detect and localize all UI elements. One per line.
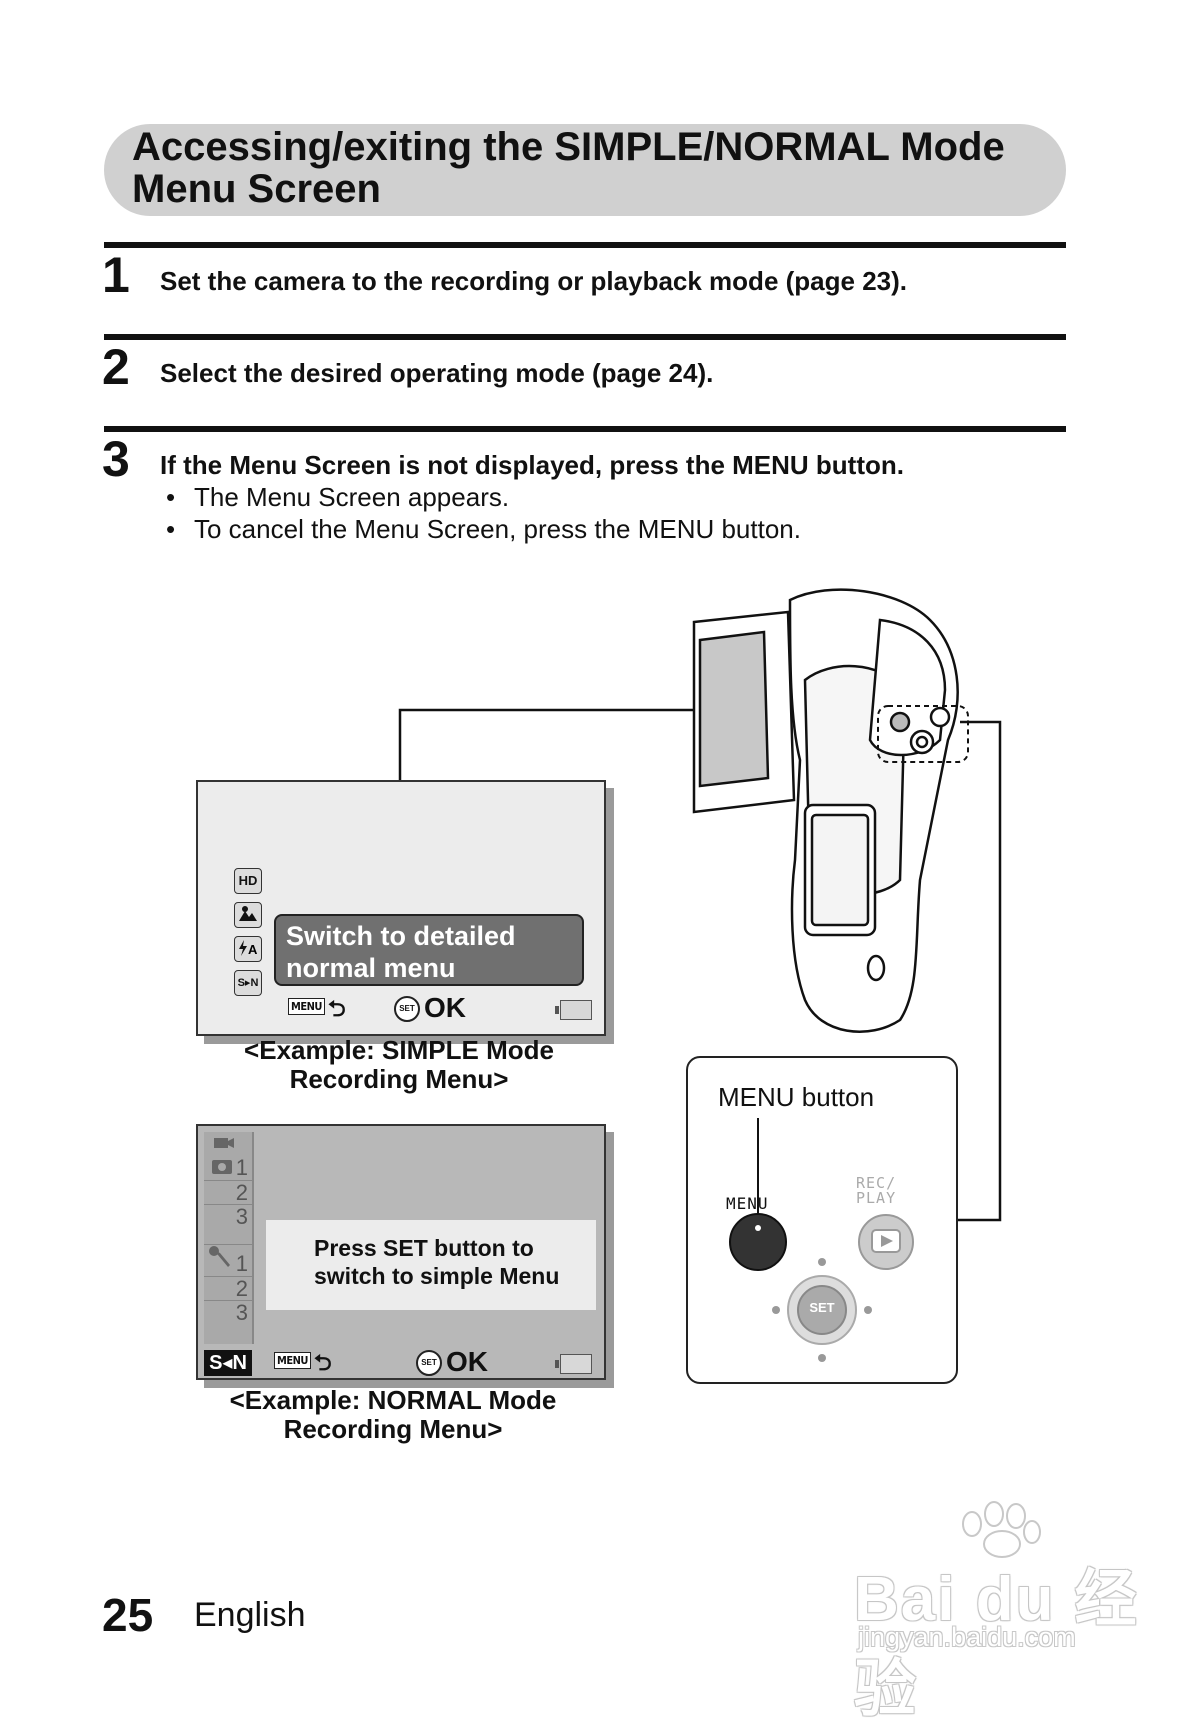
- tab-number: 1: [235, 1155, 248, 1180]
- camera-illustration: [398, 588, 1002, 1222]
- switch-message: Press SET button to switch to simple Men…: [266, 1220, 596, 1310]
- tab-number: 3: [204, 1204, 252, 1229]
- step-number: 3: [102, 431, 130, 487]
- tab-number: 2: [204, 1180, 252, 1205]
- callout-label: MENU button: [718, 1082, 875, 1112]
- tab-number: 2: [204, 1276, 252, 1301]
- normal-caption: <Example: NORMAL Mode Recording Menu>: [229, 1385, 557, 1444]
- return-icon: ⮌: [328, 996, 346, 1021]
- step-divider: [104, 426, 1066, 432]
- ok-label: OK: [446, 1346, 488, 1377]
- battery-icon: [555, 1000, 592, 1020]
- menu-tag: MENU: [274, 1352, 311, 1369]
- title-banner: [104, 124, 1066, 216]
- ok-label: OK: [424, 992, 466, 1023]
- page-language: English: [194, 1596, 306, 1634]
- step-text: Set the camera to the recording or playb…: [160, 266, 907, 296]
- bullet-item: •The Menu Screen appears.: [166, 482, 510, 512]
- return-icon: ⮌: [314, 1350, 332, 1375]
- tab-number: 1: [235, 1251, 248, 1276]
- set-icon: SET: [416, 1350, 442, 1376]
- recplay-label: REC/ PLAY: [856, 1174, 897, 1207]
- set-icon: SET: [394, 996, 420, 1022]
- step-text: If the Menu Screen is not displayed, pre…: [160, 450, 904, 480]
- switch-mode-icon: S▸N: [234, 970, 262, 996]
- tab-number: 3: [204, 1300, 252, 1325]
- bullet-item: •To cancel the Menu Screen, press the ME…: [166, 514, 801, 544]
- step-text: Select the desired operating mode (page …: [160, 358, 714, 388]
- mode-badge: S◂N: [204, 1350, 252, 1376]
- video-camera-icon: [204, 1132, 252, 1180]
- watermark-url: jingyan.baidu.com: [858, 1622, 1076, 1652]
- menu-tabs: 1 2 3 1 2 3: [204, 1132, 254, 1344]
- simple-mode-screen: HD A S▸N Switch to detailed normal menu …: [196, 780, 606, 1036]
- svg-text:A: A: [248, 942, 258, 957]
- step-divider: [104, 242, 1066, 248]
- page-number: 25: [102, 1589, 154, 1641]
- flash-auto-icon: A: [234, 936, 262, 962]
- button-diagram: [729, 1118, 914, 1362]
- paw-watermark-icon: [962, 1501, 1041, 1558]
- wrench-icon: [204, 1244, 252, 1274]
- normal-mode-screen: 1 2 3 1 2 3 Press SET button to switch t…: [196, 1124, 606, 1380]
- set-button-label: SET: [809, 1300, 835, 1315]
- step-number: 1: [102, 247, 130, 303]
- page-title: Accessing/exiting the SIMPLE/NORMAL Mode…: [132, 125, 1005, 211]
- menu-button-callout: MENU button MENU REC/ PLAY SET: [686, 1056, 958, 1384]
- battery-icon: [555, 1354, 592, 1374]
- step-number: 2: [102, 339, 130, 395]
- scene-icon: [234, 902, 262, 928]
- menu-tag: MENU: [288, 998, 325, 1015]
- simple-caption: <Example: SIMPLE Mode Recording Menu>: [244, 1035, 554, 1094]
- step-divider: [104, 334, 1066, 340]
- switch-message: Switch to detailed normal menu: [274, 914, 584, 986]
- hd-icon: HD: [234, 868, 262, 894]
